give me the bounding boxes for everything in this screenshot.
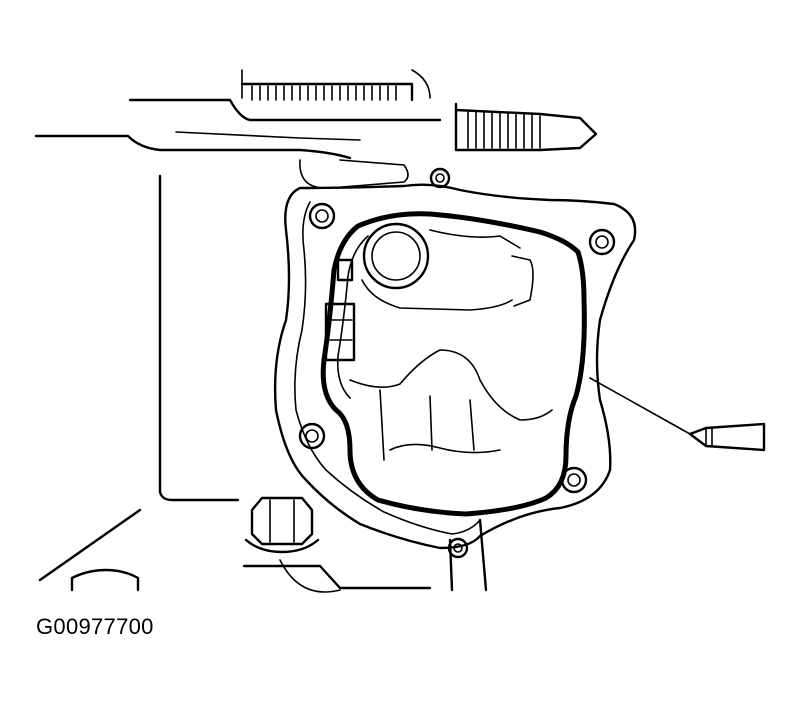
sealant-applicator bbox=[589, 377, 766, 452]
bolt-hole-top bbox=[429, 167, 451, 189]
figure-id-label: G00977700 bbox=[36, 614, 154, 639]
engine-cover-diagram bbox=[34, 69, 766, 593]
bolt-hole-top-left bbox=[308, 202, 336, 230]
bolt-hole-bottom-left bbox=[298, 422, 326, 450]
cover-interior bbox=[324, 222, 553, 461]
upper-stud-bolt bbox=[454, 102, 598, 152]
bolt-hole-bottom bbox=[447, 537, 469, 559]
bolt-hole-top-right bbox=[588, 228, 616, 256]
threaded-rod bbox=[240, 82, 414, 102]
cover-flange bbox=[273, 167, 637, 559]
hex-bolt bbox=[244, 496, 320, 554]
partial-bolt bbox=[70, 568, 140, 592]
sealant-bead bbox=[320, 211, 587, 517]
